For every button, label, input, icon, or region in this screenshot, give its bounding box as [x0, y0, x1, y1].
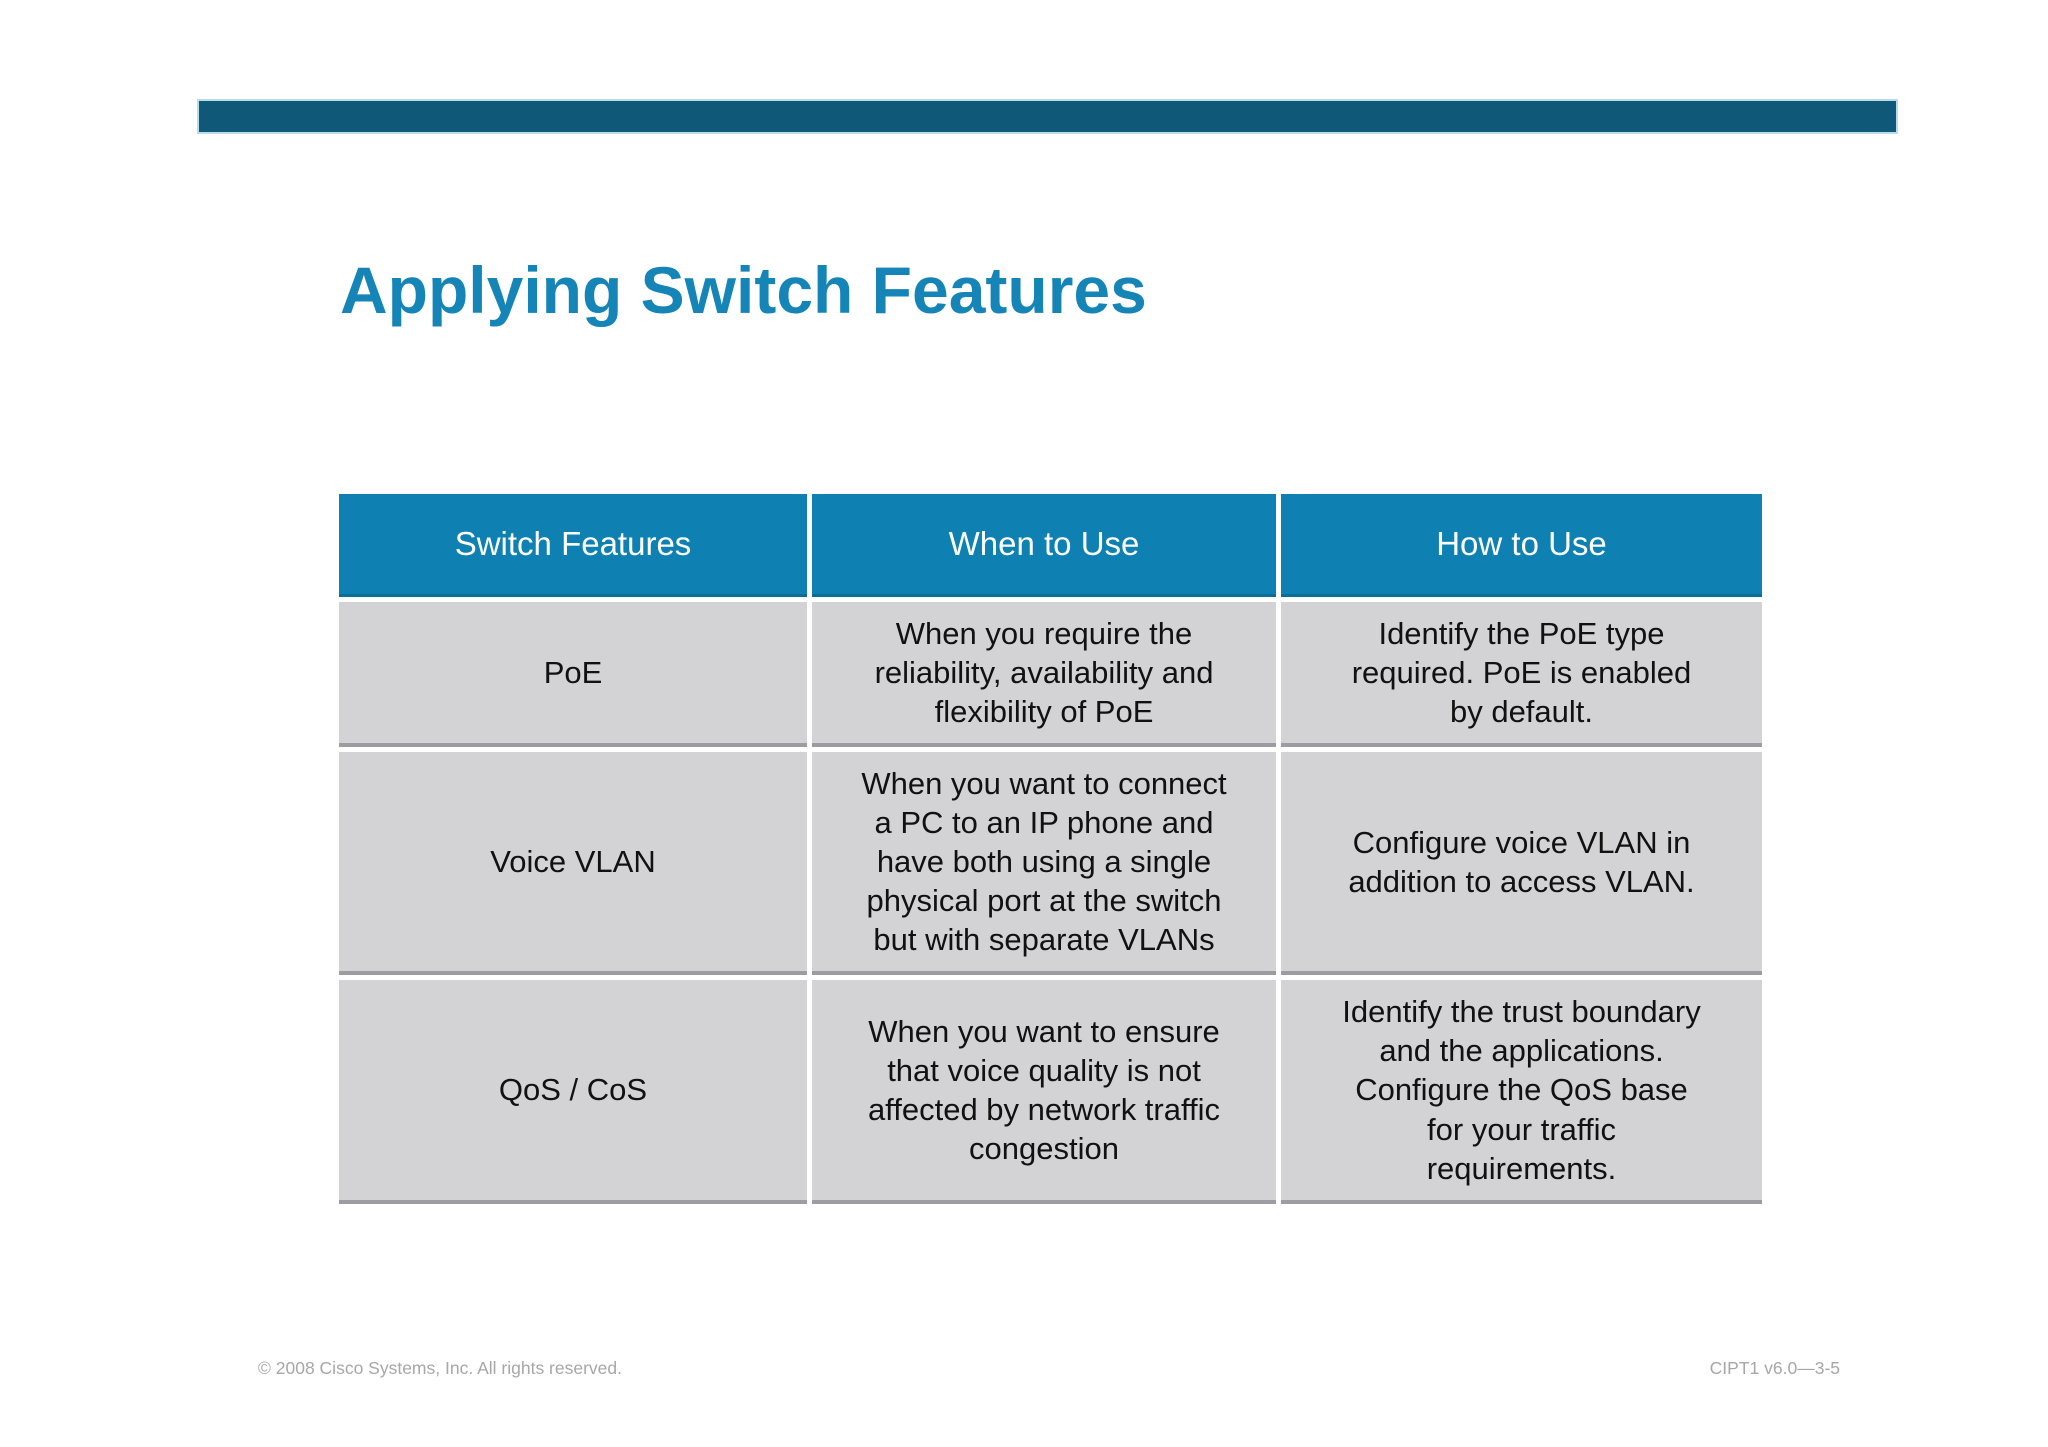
table-header-row: Switch Features When to Use How to Use [339, 494, 1762, 597]
table-row-voice-vlan: Voice VLAN When you want to connect a PC… [339, 752, 1762, 976]
cell-when-poe: When you require the reliability, availa… [812, 602, 1276, 748]
table-row-poe: PoE When you require the reliability, av… [339, 602, 1762, 748]
cell-feature-voice-vlan: Voice VLAN [339, 752, 807, 976]
cell-how-voice-vlan: Configure voice VLAN in addition to acce… [1281, 752, 1762, 976]
cell-how-qos-cos: Identify the trust boundary and the appl… [1281, 980, 1762, 1204]
cell-when-qos-cos: When you want to ensure that voice quali… [812, 980, 1276, 1204]
slide-number: CIPT1 v6.0—3-5 [1709, 1358, 1840, 1378]
cell-feature-poe: PoE [339, 602, 807, 748]
column-header-when-to-use: When to Use [812, 494, 1276, 597]
table-row-qos-cos: QoS / CoS When you want to ensure that v… [339, 980, 1762, 1204]
cell-when-voice-vlan: When you want to connect a PC to an IP p… [812, 752, 1276, 976]
column-header-switch-features: Switch Features [339, 494, 807, 597]
column-header-how-to-use: How to Use [1281, 494, 1762, 597]
cell-how-poe: Identify the PoE type required. PoE is e… [1281, 602, 1762, 748]
cell-feature-qos-cos: QoS / CoS [339, 980, 807, 1204]
switch-features-table: Switch Features When to Use How to Use P… [334, 489, 1767, 1209]
page-title: Applying Switch Features [340, 253, 1147, 327]
copyright-text: © 2008 Cisco Systems, Inc. All rights re… [258, 1358, 623, 1378]
top-accent-bar [197, 99, 1898, 134]
